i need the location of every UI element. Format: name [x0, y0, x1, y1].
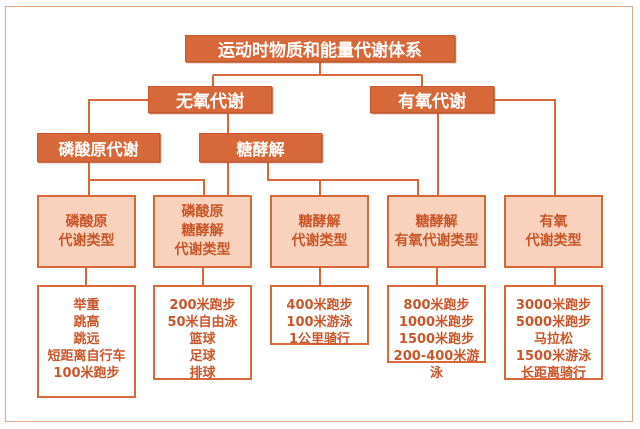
- sport-example: 排球: [189, 366, 216, 381]
- sport-example: 5000米跑步: [515, 315, 592, 330]
- sport-example: 200米跑步: [169, 298, 236, 313]
- sport-example: 足球: [189, 349, 216, 364]
- title-box: 运动时物质和能量代谢体系: [185, 35, 455, 62]
- type-label-line: 糖酵解: [298, 213, 341, 230]
- connector-aerobic: [437, 99, 556, 195]
- sport-example: 短距离自行车: [47, 349, 126, 364]
- glycolysis-box: 糖酵解: [199, 133, 322, 162]
- metabolism-type-box: 磷酸原代谢类型: [37, 195, 136, 268]
- type-label-line: 代谢类型: [525, 232, 582, 249]
- aerobic-box: 有氧代谢: [370, 86, 494, 113]
- phosphagen-label: 磷酸原代谢: [58, 139, 139, 159]
- type-label-line: 有氧: [539, 213, 568, 230]
- metabolism-type-box: 有氧代谢类型: [504, 195, 603, 268]
- connector-glycolysis: [227, 162, 419, 195]
- sports-examples-box: 举重跳高跳远短距离自行车 100米跑步: [37, 285, 136, 398]
- glycolysis-label: 糖酵解: [236, 139, 285, 159]
- type-label-line: 糖酵解: [181, 223, 224, 239]
- metabolism-type-box: 磷酸原糖酵解代谢类型: [153, 195, 252, 268]
- connector-top: [212, 62, 423, 86]
- sport-example: 跳远: [73, 332, 100, 347]
- type-label-line: 有氧代谢类型: [394, 232, 479, 249]
- sport-example: 200-400米游泳: [393, 349, 480, 381]
- anaerobic-label: 无氧代谢: [176, 92, 244, 112]
- sport-example: 1000米跑步: [398, 315, 475, 330]
- sport-example: 1500米跑步: [398, 332, 475, 347]
- connector-anaerobic: [88, 99, 229, 133]
- diagram-frame: [5, 6, 633, 422]
- metabolism-type-box: 糖酵解代谢类型: [270, 195, 369, 268]
- sport-example: 400米跑步: [286, 298, 353, 313]
- sport-example: 100米跑步: [53, 366, 120, 381]
- type-label-line: 代谢类型: [291, 232, 348, 249]
- type-label-line: 磷酸原: [65, 213, 108, 230]
- type-label-line: 代谢类型: [174, 242, 231, 258]
- sports-examples-box: 400米跑步 100米游泳 1公里骑行: [270, 285, 369, 347]
- connector-examples: [85, 268, 556, 285]
- sport-example: 1500米游泳: [515, 349, 592, 364]
- anaerobic-box: 无氧代谢: [148, 86, 272, 113]
- sport-example: 800米跑步: [403, 298, 470, 313]
- sport-example: 50米自由泳: [167, 315, 238, 330]
- sport-example: 100米游泳: [286, 315, 353, 330]
- aerobic-label: 有氧代谢: [398, 92, 466, 112]
- sports-examples-box: 3000米跑步 5000米跑步马拉松 1500米游泳长距离骑行: [504, 285, 603, 381]
- sport-example: 1公里骑行: [288, 332, 351, 347]
- sport-example: 举重: [73, 298, 100, 313]
- sport-example: 马拉松: [533, 332, 573, 347]
- connector-phosphagen: [88, 162, 205, 195]
- title-text: 运动时物质和能量代谢体系: [218, 41, 422, 61]
- sports-examples-box: 200米跑步 50米自由泳篮球足球排球: [153, 285, 252, 381]
- sport-example: 跳高: [73, 315, 100, 330]
- type-label-line: 磷酸原: [181, 204, 224, 220]
- type-label-line: 代谢类型: [58, 232, 115, 249]
- phosphagen-box: 磷酸原代谢: [37, 133, 160, 162]
- sport-example: 3000米跑步: [515, 298, 592, 313]
- sports-examples-box: 800米跑步 1000米跑步 1500米跑步 200-400米游泳: [387, 285, 486, 381]
- type-label-line: 糖酵解: [415, 213, 458, 230]
- sport-example: 篮球: [189, 332, 216, 347]
- metabolism-type-box: 糖酵解有氧代谢类型: [387, 195, 486, 268]
- sport-example: 长距离骑行: [520, 366, 586, 381]
